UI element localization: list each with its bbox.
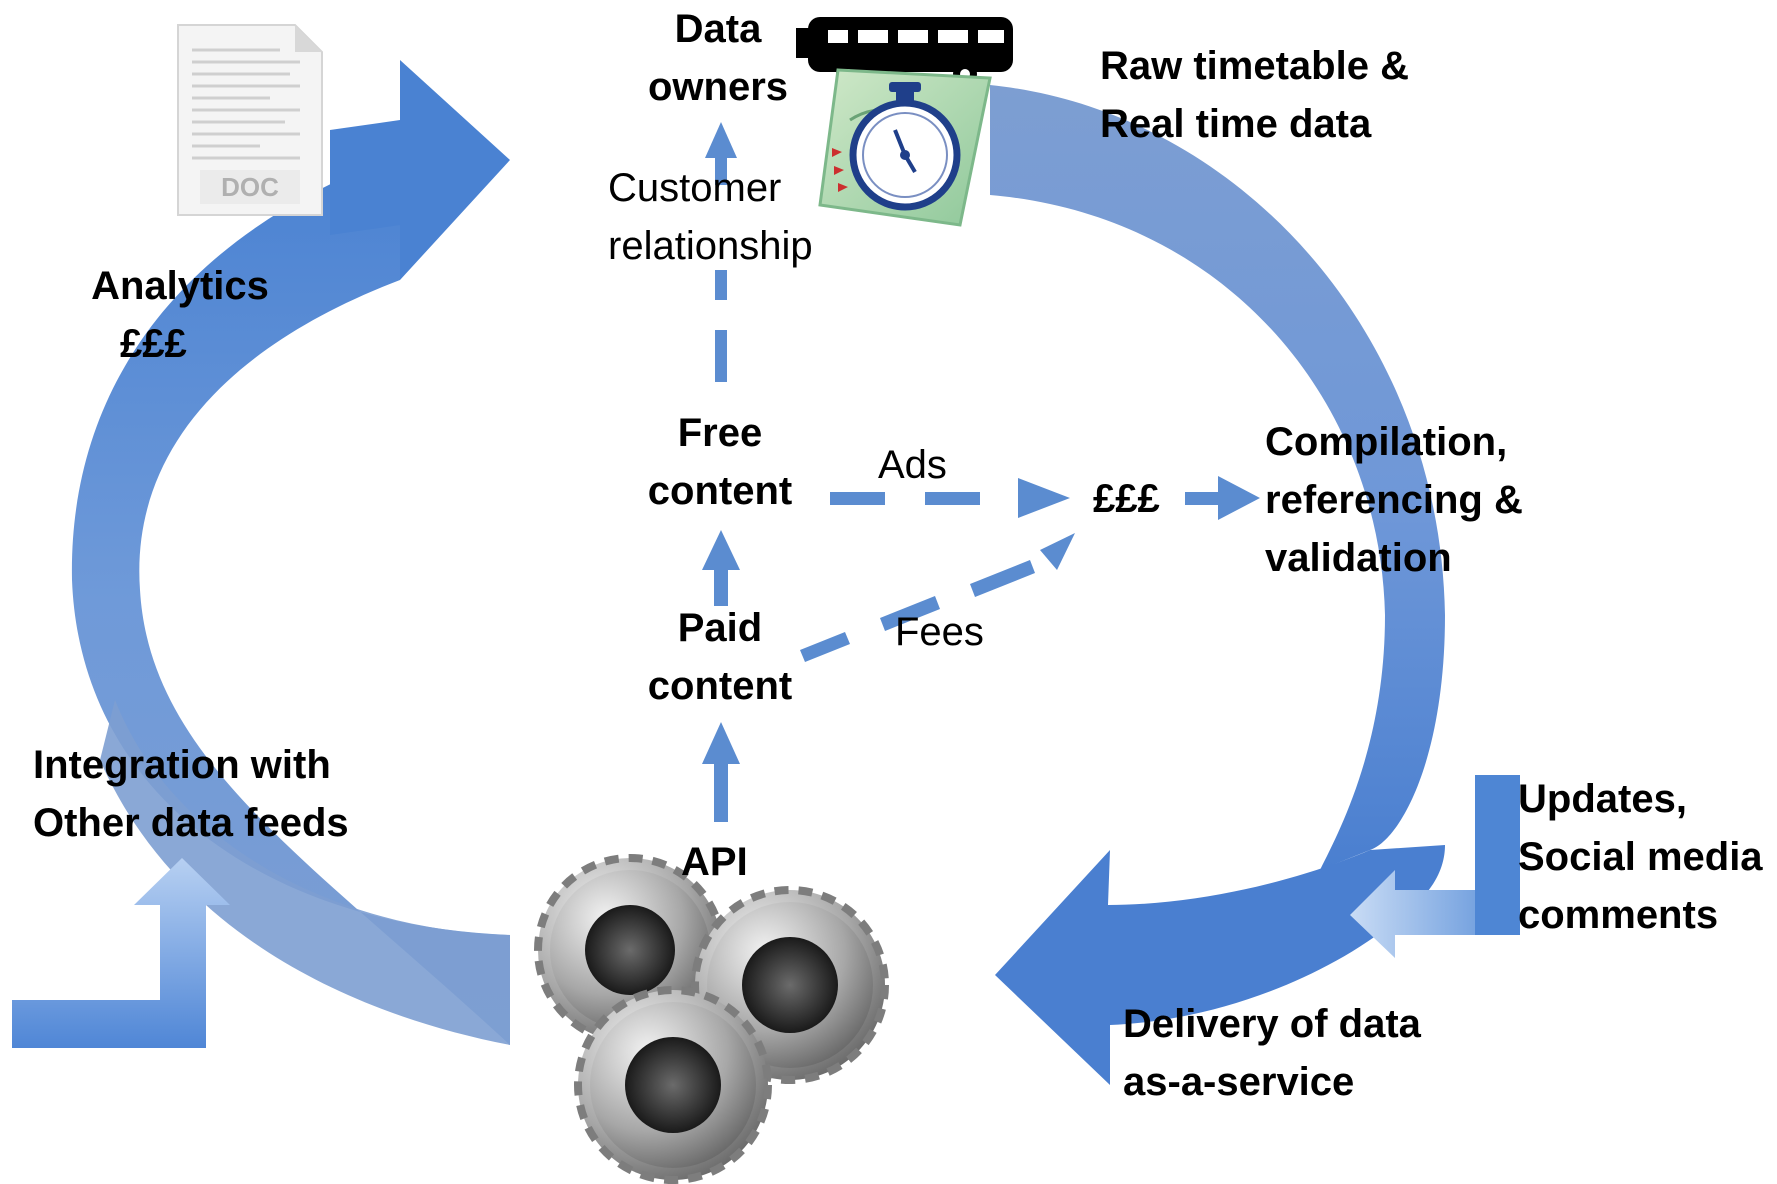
api-label: API <box>681 833 748 891</box>
fees-label: Fees <box>895 603 984 661</box>
data-owners-line-2: owners <box>647 65 789 109</box>
cycle-arrow-left <box>71 60 511 1045</box>
delivery-line-2: as-a-service <box>1123 1060 1355 1104</box>
stopwatch-map-icon <box>818 68 992 227</box>
paid-content-label: Paid content <box>630 599 810 715</box>
raw-data-label: Raw timetable & Real time data <box>1100 37 1409 153</box>
integration-line-2: Other data feeds <box>33 801 349 845</box>
ads-label: Ads <box>878 436 947 494</box>
free-content-label: Free content <box>630 404 810 520</box>
delivery-label: Delivery of data as-a-service <box>1123 995 1421 1111</box>
money-to-compilation-arrow <box>1185 476 1260 520</box>
compilation-line-3: validation <box>1265 536 1452 580</box>
analytics-line-1: Analytics <box>91 264 269 308</box>
paid-content-line-1: Paid <box>677 606 763 650</box>
free-content-line-2: content <box>647 469 793 513</box>
paid-to-free-arrow <box>702 530 740 606</box>
raw-data-line-1: Raw timetable & <box>1100 44 1409 88</box>
money-center-text: £££ <box>1093 477 1160 521</box>
ads-text: Ads <box>878 443 947 487</box>
updates-line-3: comments <box>1518 893 1719 937</box>
data-owners-label: Data owners <box>618 0 818 116</box>
gear-large-right <box>691 886 889 1084</box>
integration-line-1: Integration with <box>33 743 331 787</box>
gears-icon <box>534 854 889 1184</box>
customer-relationship-label: Customer relationship <box>608 159 813 275</box>
document-icon: DOC <box>177 24 323 216</box>
customer-relationship-line-2: relationship <box>608 224 813 268</box>
fees-arrow <box>800 533 1075 662</box>
fees-text: Fees <box>895 610 984 654</box>
delivery-line-1: Delivery of data <box>1123 1002 1421 1046</box>
integration-label: Integration with Other data feeds <box>33 736 349 852</box>
updates-input-arrow <box>1350 775 1520 958</box>
free-content-line-1: Free <box>677 411 763 455</box>
updates-line-2: Social media <box>1518 835 1763 879</box>
api-to-paid-arrow <box>702 722 740 822</box>
paid-content-line-2: content <box>647 664 793 708</box>
compilation-line-1: Compilation, <box>1265 420 1508 464</box>
money-center-label: £££ <box>1093 470 1160 528</box>
customer-relationship-line-1: Customer <box>608 166 782 210</box>
customer-relationship-arrow <box>705 122 737 382</box>
updates-line-1: Updates, <box>1518 777 1687 821</box>
compilation-label: Compilation, referencing & validation <box>1265 413 1523 587</box>
document-icon-label: DOC <box>221 172 279 202</box>
bus-icon <box>796 17 1013 86</box>
api-text: API <box>681 840 748 884</box>
ads-arrow <box>830 478 1070 518</box>
analytics-line-2: £££ <box>120 322 187 366</box>
analytics-label: Analytics £££ <box>70 257 290 373</box>
cycle-arrow-right <box>990 85 1445 1085</box>
compilation-line-2: referencing & <box>1265 478 1523 522</box>
updates-label: Updates, Social media comments <box>1518 770 1763 944</box>
raw-data-line-2: Real time data <box>1100 102 1372 146</box>
data-owners-line-1: Data <box>674 7 762 51</box>
integration-input-arrow <box>12 858 230 1048</box>
gear-bottom <box>574 986 772 1184</box>
